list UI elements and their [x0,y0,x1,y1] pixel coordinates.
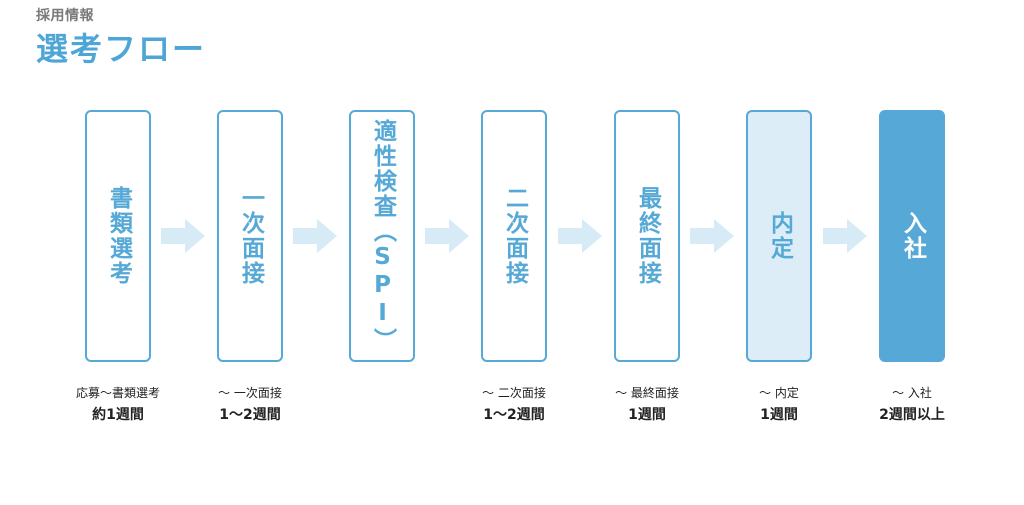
step-duration: 約1週間 [92,407,144,423]
step-joining: 入社 [879,110,945,362]
arrow-right-icon [425,219,469,253]
step-label: 入社 [899,211,926,261]
arrow-right-icon [161,219,205,253]
step-final-interview: 最終面接 [614,110,680,362]
step-duration: 1〜2週間 [219,407,281,423]
step-offer: 内定 [746,110,812,362]
arrow-right-icon [690,219,734,253]
step-label: 内定 [766,211,793,261]
step-duration: 1週間 [760,407,798,423]
step-label: 二次面接 [501,186,528,286]
arrow-right-icon [293,219,337,253]
arrow-right-icon [823,219,867,253]
step-duration: 1〜2週間 [483,407,545,423]
step-note: 〜 内定 [759,386,799,400]
step-document-screening: 書類選考 [85,110,151,362]
step-note: 〜 二次面接 [482,386,546,400]
arrow-right-icon [558,219,602,253]
step-duration: 1週間 [628,407,666,423]
step-label: 一次面接 [237,186,264,286]
step-label: 適性検査（SPI） [369,119,396,353]
step-duration: 2週間以上 [879,407,945,423]
step-aptitude-test: 適性検査（SPI） [349,110,415,362]
step-second-interview: 二次面接 [481,110,547,362]
step-note: 〜 最終面接 [615,386,679,400]
step-label: 最終面接 [634,186,661,286]
section-eyebrow: 採用情報 [36,8,94,24]
step-first-interview: 一次面接 [217,110,283,362]
step-note: 応募〜書類選考 [75,386,160,400]
step-label: 書類選考 [105,186,132,286]
step-note: 〜 入社 [892,386,932,400]
page-title: 選考フロー [36,30,207,68]
step-note: 〜 一次面接 [218,386,282,400]
